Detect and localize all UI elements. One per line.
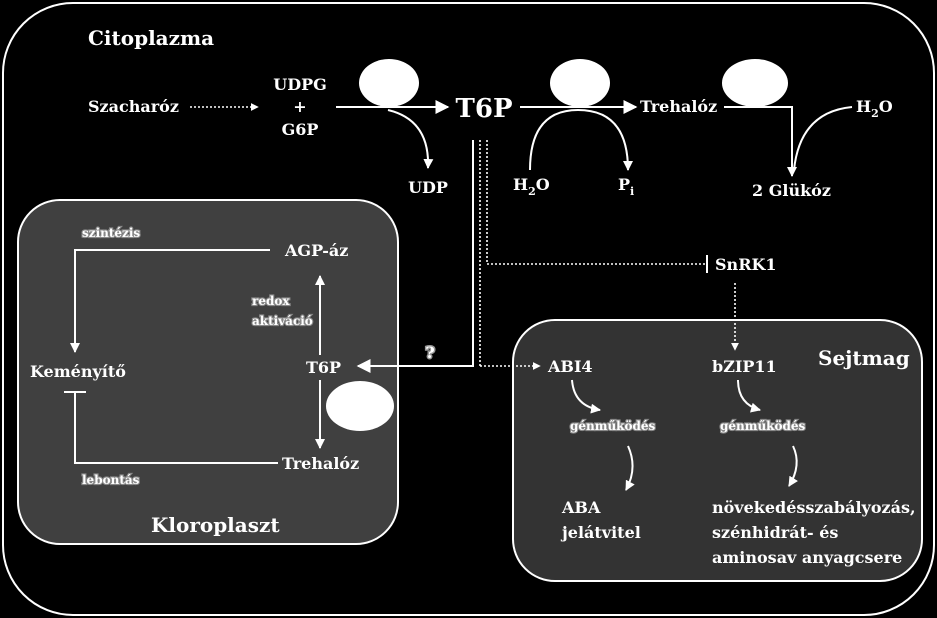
sucrose-label: Szacharóz <box>88 97 179 116</box>
cytoplasm-title: Citoplazma <box>88 26 214 50</box>
gene-growth-arrow <box>788 445 798 487</box>
degradation-line <box>74 392 278 464</box>
water-label-1: H2O <box>513 175 550 198</box>
trehalose-glucose-arrow <box>724 106 797 177</box>
abi4-label: ABI4 <box>547 357 593 376</box>
redox-label: redox <box>252 294 290 308</box>
enzyme-oval-tps <box>359 59 419 107</box>
g6p-label: G6P <box>282 120 319 139</box>
enzyme-oval-chloroplast <box>326 381 394 431</box>
udp-release-arrow <box>387 109 434 169</box>
udpg-label: UDPG <box>273 75 327 94</box>
gene-activity-label-2: génműködés <box>720 419 806 433</box>
chloro-t6p-label: T6P <box>306 358 341 377</box>
t6p-chloroplast-link <box>356 140 474 373</box>
activation-label: aktiváció <box>252 314 313 328</box>
trehalose-label: Trehalóz <box>640 97 717 116</box>
t6p-label: T6P <box>456 94 513 124</box>
bzip11-label: bZIP11 <box>712 357 777 376</box>
pi-label: Pi <box>618 175 634 198</box>
udp-label: UDP <box>408 178 448 197</box>
chloroplast-title: Kloroplaszt <box>151 513 280 537</box>
water-pi-arc <box>529 108 633 171</box>
water-hydrolysis-arc <box>793 106 853 171</box>
nucleus-title: Sejtmag <box>818 346 910 370</box>
plus-label: + <box>293 97 306 116</box>
starch-label: Keményítő <box>30 362 126 381</box>
agpase-label: AGP-áz <box>284 241 348 260</box>
glucose-label: 2 Glükóz <box>752 181 831 200</box>
degradation-label: lebontás <box>82 473 140 487</box>
chloroplast-compartment <box>17 199 399 545</box>
growth-label-3: aminosav anyagcsere <box>712 548 902 567</box>
question-mark: ? <box>425 343 434 362</box>
snrk1-label: SnRK1 <box>715 255 777 274</box>
aba-label: ABA <box>561 498 601 517</box>
enzyme-oval-trehalase <box>722 59 788 107</box>
bzip11-gene-arrow <box>737 379 761 413</box>
synthesis-line <box>70 249 270 353</box>
chloro-trehalose-label: Trehalóz <box>282 454 359 473</box>
abi4-gene-arrow <box>571 379 601 414</box>
gene-aba-arrow <box>625 445 635 491</box>
enzyme-oval-tpp <box>550 59 610 107</box>
growth-label-1: növekedésszabályozás, <box>712 498 916 517</box>
gene-activity-label-1: génműködés <box>570 419 656 433</box>
nucleus-compartment <box>512 319 923 582</box>
water-label-2: H2O <box>856 97 893 120</box>
signalling-label: jelátvitel <box>560 523 641 542</box>
growth-label-2: szénhidrát- és <box>712 523 838 542</box>
synthesis-label: szintézis <box>82 226 140 240</box>
